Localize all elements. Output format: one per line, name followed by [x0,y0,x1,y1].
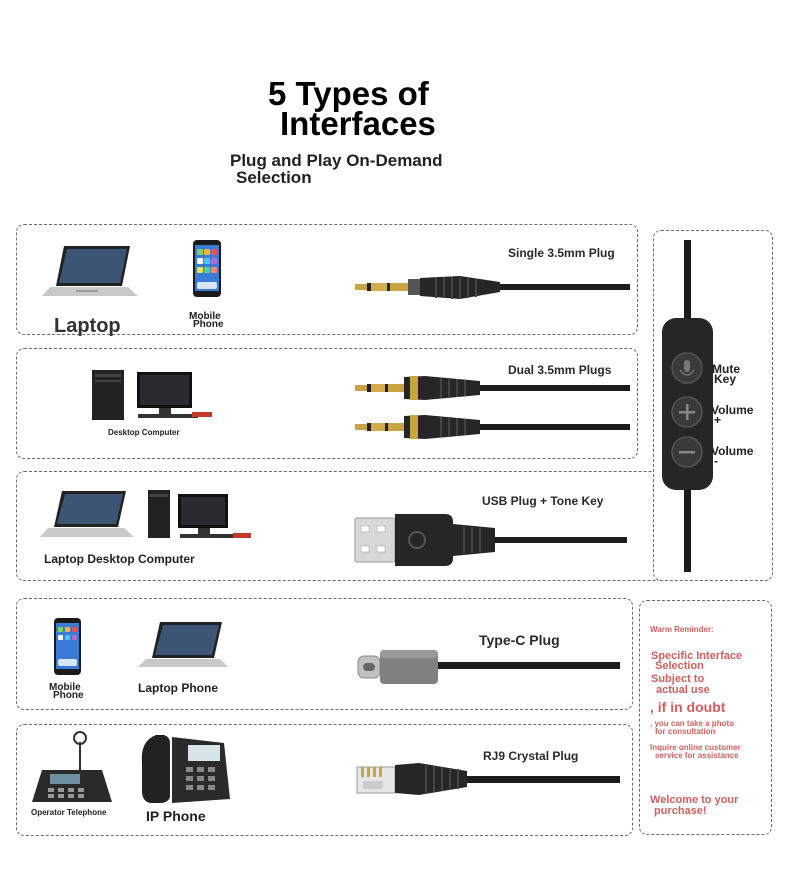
usb-plug-icon [354,514,627,566]
desktop-computer-icon [148,490,251,538]
device-label-operator-telephone: Operator Telephone [31,808,107,817]
subtitle-line-1: Plug and Play On-Demand [230,151,443,170]
device-label-mobile-line2: Phone [193,319,224,330]
mobile-phone-icon [54,618,81,675]
plug-label-dual: Dual 3.5mm Plugs [508,363,612,377]
title-line-2: Interfaces [280,105,436,142]
device-label-laptop-phone: Laptop Phone [138,681,218,695]
reminder-line6b: purchase! [654,805,707,817]
mute-key-label-line2: Key [714,372,737,386]
plug-label-rj9: RJ9 Crystal Plug [483,749,579,763]
reminder-line1b: Selection [655,660,704,672]
reminder-line5b: service for assistance [655,751,739,760]
device-label-mobile-line2: Phone [53,690,84,701]
reminder-line4b: for consultation [655,727,716,736]
ip-phone-icon [141,735,230,803]
rj9-crystal-plug-icon [356,763,620,795]
reminder-line3: , if in doubt [650,699,726,715]
mobile-phone-icon [193,240,221,297]
panel-typec-plug [16,598,633,710]
reminder-line6a: Welcome to your [650,794,739,806]
dual-3-5mm-plugs-icon [355,376,630,439]
volume-up-label-line2: + [714,413,722,427]
operator-telephone-icon [32,731,112,802]
device-label-desktop: Desktop Computer [108,428,180,437]
reminder-line4a: , you can take a photo [650,719,735,728]
device-label-ip-phone: IP Phone [146,808,206,824]
plug-label-single: Single 3.5mm Plug [508,246,615,260]
single-3-5mm-plug-icon [355,276,630,299]
mute-key-label-line1: Mute [712,362,740,376]
reminder-line2a: Subject to [651,673,705,685]
type-c-plug-icon [357,650,620,684]
device-label-laptop: Laptop [54,315,121,337]
subtitle-line-2: Selection [236,168,312,187]
title-line-1: 5 Types of [268,75,429,112]
plug-label-usb: USB Plug + Tone Key [482,494,604,508]
reminder-line1a: Specific Interface [651,650,743,662]
laptop-icon [40,491,134,537]
volume-down-label-line1: Volume [711,444,754,458]
plug-label-typec: Type-C Plug [479,632,560,648]
device-label-mobile-line1: Mobile [189,311,221,322]
laptop-icon [42,246,138,296]
desktop-computer-icon [92,370,212,420]
laptop-icon [138,622,228,667]
reminder-line2b: actual use [656,684,710,696]
inline-controller-icon [662,240,713,572]
device-label-mobile-line1: Mobile [49,682,81,693]
panel-reminder [639,600,772,835]
device-label-laptop-desktop: Laptop Desktop Computer [44,552,195,566]
reminder-heading: Warm Reminder: [650,625,714,634]
volume-up-label-line1: Volume [711,403,754,417]
reminder-line5a: Inquire online customer [650,743,741,752]
volume-down-label-line2: - [714,454,718,468]
